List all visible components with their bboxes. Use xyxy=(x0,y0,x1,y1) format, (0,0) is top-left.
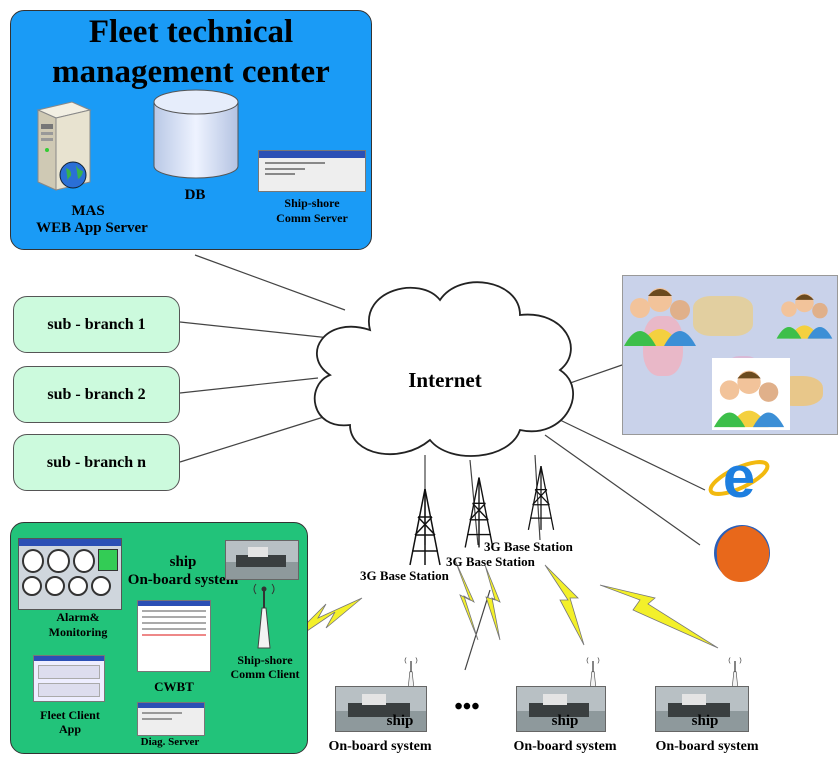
internet-cloud xyxy=(313,281,574,457)
ie-browser-icon[interactable]: e xyxy=(706,447,772,509)
fleet-client-app-screen xyxy=(33,655,105,702)
alarm-monitoring-screen xyxy=(18,538,122,610)
center-title-line1: Fleet technical xyxy=(88,14,294,50)
comm-server-label: Ship-shore Comm Server xyxy=(276,196,348,225)
onboard-system-label: ship On-board system xyxy=(127,554,239,588)
base-station-label-1: 3G Base Station xyxy=(360,568,449,583)
svg-text:e: e xyxy=(723,447,755,509)
alarm-monitoring-label: Alarm& Monitoring xyxy=(48,610,108,639)
ellipsis: ••• xyxy=(454,694,480,720)
ship-photo-icon xyxy=(655,686,749,732)
users-icon xyxy=(624,288,696,346)
comm-server-window xyxy=(258,150,366,192)
internet-label: Internet xyxy=(408,368,482,392)
antenna-tower-icon xyxy=(409,488,441,566)
database-icon xyxy=(153,89,239,179)
line-center-internet xyxy=(194,254,346,311)
sub-branch-2[interactable]: sub - branch 2 xyxy=(13,366,180,423)
center-title: Fleet technical management center xyxy=(10,12,372,92)
ship-photo-icon xyxy=(516,686,606,732)
comm-client-antenna-icon xyxy=(253,583,275,649)
sub-branch-1[interactable]: sub - branch 1 xyxy=(13,296,180,353)
ship-photo-icon xyxy=(225,540,299,580)
ship-photo-icon xyxy=(335,686,427,732)
ship-3-system-label: On-board system xyxy=(655,739,759,754)
lightning-3 xyxy=(544,564,585,646)
users-icon xyxy=(776,293,833,339)
ship-2-system-label: On-board system xyxy=(513,739,617,754)
base-station-label-2: 3G Base Station xyxy=(446,554,535,569)
globe-icon xyxy=(59,161,87,189)
ship-2-label: ship xyxy=(551,713,579,729)
firefox-browser-icon[interactable] xyxy=(711,522,773,584)
diag-server-screen xyxy=(137,702,205,736)
cwbt-screen xyxy=(137,600,211,672)
diag-server-label: Diag. Server xyxy=(140,736,200,748)
lightning-2 xyxy=(454,559,479,641)
lightning-4 xyxy=(599,584,719,649)
center-title-line2: management center xyxy=(52,54,330,90)
db-label: DB xyxy=(184,187,206,203)
users-icon xyxy=(713,370,785,428)
ship-3-label: ship xyxy=(691,713,719,729)
lightning-1 xyxy=(281,597,363,649)
ship-1-system-label: On-board system xyxy=(328,739,432,754)
antenna-tower-icon xyxy=(527,465,555,531)
base-station-label-3: 3G Base Station xyxy=(484,539,573,554)
web-app-server-label: WEB App Server xyxy=(36,220,148,236)
fleet-client-app-label: Fleet Client App xyxy=(40,708,100,736)
ship-1-label: ship xyxy=(386,713,414,729)
antenna-tower-icon xyxy=(464,477,494,548)
sub-branch-n[interactable]: sub - branch n xyxy=(13,434,180,491)
comm-client-label: Ship-shore Comm Client xyxy=(230,653,300,681)
cwbt-label: CWBT xyxy=(154,679,194,694)
mas-label: MAS xyxy=(71,203,105,219)
